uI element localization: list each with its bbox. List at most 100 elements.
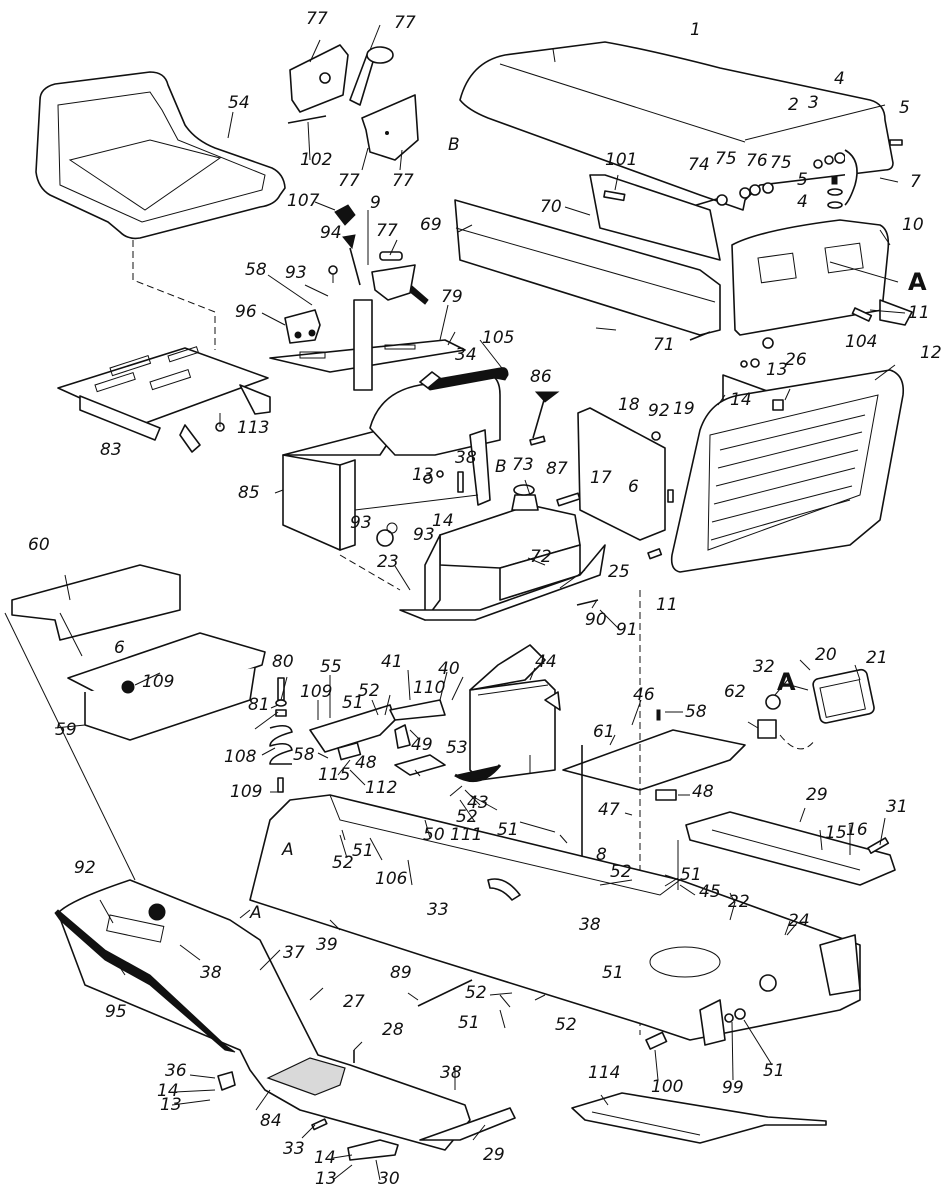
callout-50: 50 (423, 825, 445, 845)
callout-54: 54 (228, 93, 250, 113)
callout-51: 51 (680, 865, 702, 885)
hood (459, 41, 894, 211)
callout-110: 110 (413, 678, 445, 698)
callout-23: 23 (377, 552, 399, 572)
callout-47: 47 (598, 800, 620, 820)
seat (35, 71, 286, 240)
callout-48: 48 (692, 782, 714, 802)
callout-80: 80 (272, 652, 294, 672)
callout-114: 114 (588, 1063, 620, 1083)
callout-51: 51 (763, 1061, 785, 1081)
callout-27: 27 (343, 992, 365, 1012)
callout-77: 77 (376, 221, 398, 241)
fuel-cap (511, 484, 539, 511)
callout-52: 52 (555, 1015, 577, 1035)
screw-102 (287, 115, 327, 124)
switch-112 (337, 742, 362, 761)
battery-cable (454, 764, 502, 783)
callout-77: 77 (306, 9, 328, 29)
washer-14 (436, 470, 444, 478)
callout-32: 32 (753, 657, 775, 677)
callout-84: 84 (260, 1111, 282, 1131)
marker-b: B (448, 135, 460, 155)
footrest-mat (571, 1092, 827, 1144)
callout-71: 71 (653, 335, 675, 355)
callout-29: 29 (806, 785, 828, 805)
callout-38: 38 (579, 915, 601, 935)
callout-11: 11 (656, 595, 678, 615)
callout-115: 115 (318, 765, 350, 785)
hood-latch-hardware (813, 139, 903, 209)
choke-knob (532, 391, 560, 439)
callout-53: 53 (446, 738, 468, 758)
callout-109: 109 (300, 682, 332, 702)
nut-92-panel (651, 431, 661, 441)
choke-control-77 (371, 251, 429, 305)
callout-52: 52 (456, 807, 478, 827)
callout-83: 83 (100, 440, 122, 460)
bulb (765, 694, 781, 710)
bolt-113 (215, 413, 225, 432)
seat-pan-line (4, 612, 136, 881)
throttle-knob (334, 204, 361, 286)
callout-111: 111 (450, 825, 482, 845)
callout-2: 2 (788, 95, 799, 115)
callout-69: 69 (420, 215, 442, 235)
callout-74: 74 (688, 155, 710, 175)
marker-arrow-a1 (829, 261, 899, 283)
callout-51: 51 (458, 1013, 480, 1033)
bracket-48 (394, 754, 446, 776)
bolt-31 (867, 837, 890, 854)
support-mount-line (339, 554, 401, 591)
callout-4: 4 (834, 69, 845, 89)
screw-58-tray (656, 709, 661, 721)
headlight (812, 668, 875, 724)
seat-mount-line (132, 240, 216, 350)
knob-34 (419, 371, 441, 389)
callout-101: 101 (605, 150, 637, 170)
callout-33: 33 (427, 900, 449, 920)
battery (469, 644, 556, 781)
callout-104: 104 (845, 332, 877, 352)
callout-8: 8 (596, 845, 607, 865)
control-bracket-upper (289, 44, 349, 113)
callout-77: 77 (392, 171, 414, 191)
light-switch (284, 309, 321, 344)
callout-30: 30 (378, 1169, 400, 1189)
cover-60 (11, 564, 181, 641)
side-panel-69 (454, 199, 721, 336)
battery-hold-clip (544, 691, 561, 711)
callout-10: 10 (902, 215, 924, 235)
callout-81: 81 (248, 695, 270, 715)
screw-11-lower (647, 548, 663, 560)
callout-11: 11 (908, 303, 930, 323)
nut-13 (423, 474, 433, 484)
callout-48: 48 (355, 753, 377, 773)
callout-75: 75 (715, 149, 737, 169)
marker-a: A (281, 840, 294, 860)
spring-stack (269, 677, 293, 765)
callout-13: 13 (412, 465, 434, 485)
nut-99 (724, 1013, 734, 1023)
ignition-switch (376, 522, 398, 547)
callout-labels: 1 2 3 4 4 5 5 6 6 7 8 9 10 11 11 12 13 1… (28, 9, 942, 1189)
headlight-wire (779, 734, 816, 750)
callout-46: 46 (633, 685, 655, 705)
callout-107: 107 (287, 191, 320, 211)
spacer-100 (645, 1031, 668, 1050)
callout-6: 6 (114, 638, 125, 658)
callout-22: 22 (728, 892, 750, 912)
callout-105: 105 (482, 328, 514, 348)
callout-41: 41 (381, 652, 403, 672)
footrest-left-29 (419, 1107, 516, 1141)
callout-90: 90 (585, 610, 607, 630)
callout-14: 14 (432, 511, 454, 531)
callout-25: 25 (608, 562, 630, 582)
seat-pan-59 (67, 632, 266, 741)
clip-90 (576, 599, 599, 606)
leader-lines (54, 24, 906, 1181)
callout-70: 70 (540, 197, 562, 217)
fender (54, 879, 471, 1151)
callout-37: 37 (283, 943, 305, 963)
